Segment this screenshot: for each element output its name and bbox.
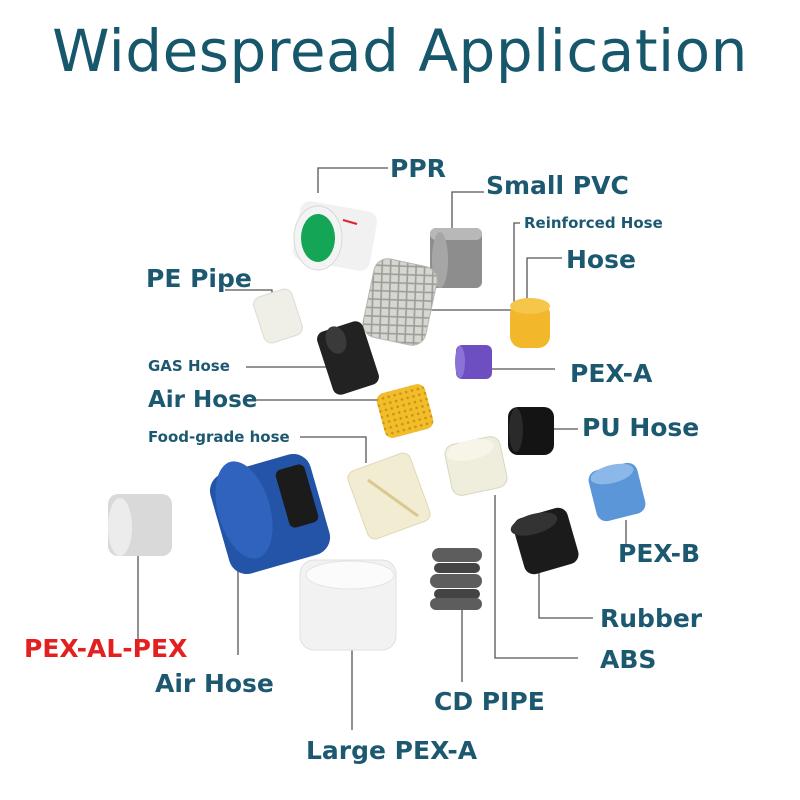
large-pex-a-sample (299, 559, 397, 651)
reinforced-hose-sample (362, 258, 438, 346)
label-pex-a: PEX-A (570, 359, 653, 388)
page-title: Widespread Application (52, 17, 748, 85)
pu-hose-sample (508, 407, 554, 455)
pe-pipe-sample (253, 288, 303, 344)
label-pu-hose: PU Hose (582, 413, 700, 442)
food-grade-hose-sample (347, 452, 431, 540)
pex-a-sample (455, 345, 492, 379)
rubber-sample (510, 507, 579, 575)
label-cd-pipe: CD PIPE (434, 687, 545, 716)
abs-sample (444, 436, 508, 496)
label-abs: ABS (600, 645, 657, 674)
hose-sample (510, 298, 550, 348)
gas-hose-sample (317, 321, 379, 395)
pex-b-sample (588, 462, 646, 522)
label-small-pvc: Small PVC (486, 171, 629, 200)
label-pex-al-pex: PEX-AL-PEX (24, 634, 188, 663)
small-pvc-sample (430, 228, 482, 288)
label-reinforced-hose: Reinforced Hose (524, 214, 663, 232)
label-hose: Hose (566, 245, 636, 274)
air-hose-knurled-sample (376, 384, 434, 438)
pex-al-pex-sample (108, 494, 172, 556)
label-air-hose-top: Air Hose (148, 387, 258, 413)
label-large-pex-a: Large PEX-A (306, 736, 478, 765)
label-rubber: Rubber (600, 604, 703, 633)
label-gas-hose: GAS Hose (148, 357, 230, 375)
label-food-grade-hose: Food-grade hose (148, 428, 290, 446)
label-pe-pipe: PE Pipe (146, 264, 252, 293)
label-pex-b: PEX-B (618, 539, 701, 568)
ppr-pipe-sample (292, 201, 378, 271)
label-ppr: PPR (390, 154, 446, 183)
cd-pipe-sample (430, 548, 482, 610)
air-hose-blue-sample (209, 453, 331, 575)
label-air-hose-bottom: Air Hose (155, 669, 274, 698)
